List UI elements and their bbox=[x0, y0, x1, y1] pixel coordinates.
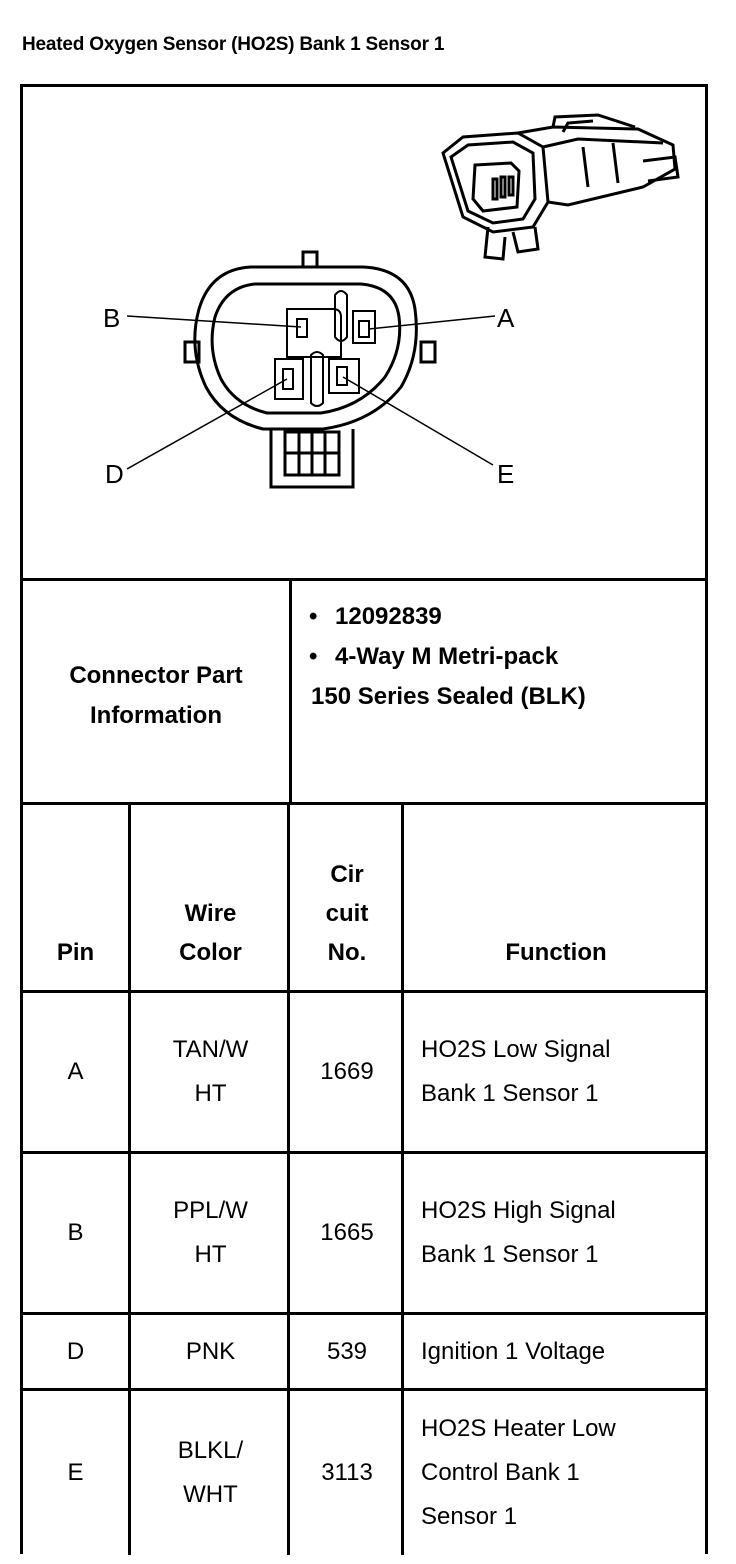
table-row: D PNK 539 Ignition 1 Voltage bbox=[23, 1315, 705, 1391]
cell-function-line2: Control Bank 1 bbox=[421, 1459, 580, 1486]
cell-wire-color: PPL/W HT bbox=[134, 1154, 290, 1312]
header-pin: Pin bbox=[23, 805, 131, 990]
cell-function: Ignition 1 Voltage bbox=[421, 1337, 606, 1365]
cell-wire-line1: PPL/W bbox=[173, 1197, 248, 1224]
header-wire-line1: Wire bbox=[184, 900, 237, 927]
cell-wire-color: TAN/W HT bbox=[134, 993, 290, 1151]
pin-label-d: D bbox=[105, 459, 124, 489]
bullet-point: • bbox=[309, 603, 318, 630]
leader-line-b bbox=[126, 315, 302, 328]
page-title: Heated Oxygen Sensor (HO2S) Bank 1 Senso… bbox=[22, 34, 445, 55]
connector-table: B A D E Connector Part Information • 120… bbox=[20, 84, 708, 1555]
table-row: B PPL/W HT 1665 HO2S High Signal Bank 1 … bbox=[23, 1154, 705, 1315]
pinout-header-row: Pin Wire Color Cir cuit No. Function bbox=[23, 805, 705, 993]
leader-line-d bbox=[126, 378, 288, 470]
part-description-line2: 150 Series Sealed (BLK) bbox=[311, 683, 586, 710]
connector-face bbox=[183, 250, 437, 489]
cell-wire-line1: BLKL/ bbox=[177, 1437, 244, 1464]
cell-function-line1: HO2S High Signal bbox=[421, 1197, 616, 1224]
pin-label-e: E bbox=[497, 459, 514, 489]
pin-label-a: A bbox=[497, 303, 515, 333]
part-number: 12092839 bbox=[335, 603, 442, 630]
header-wire-line2: Color bbox=[179, 939, 242, 966]
cell-function: HO2S Heater Low Control Bank 1 Sensor 1 bbox=[407, 1391, 705, 1555]
cell-function: HO2S High Signal Bank 1 Sensor 1 bbox=[407, 1154, 705, 1312]
cell-wire-line2: HT bbox=[194, 1080, 227, 1107]
cell-circuit-no: 539 bbox=[293, 1315, 404, 1388]
cell-pin: B bbox=[23, 1154, 131, 1312]
connector-3d-illustration bbox=[441, 113, 680, 261]
cell-function-line2: Bank 1 Sensor 1 bbox=[421, 1080, 599, 1107]
header-circuit-line1: Cir bbox=[330, 861, 364, 888]
table-row: A TAN/W HT 1669 HO2S Low Signal Bank 1 S… bbox=[23, 993, 705, 1154]
cell-circuit-no: 3113 bbox=[293, 1391, 404, 1555]
cell-function-line1: HO2S Heater Low bbox=[421, 1415, 616, 1442]
cell-pin: D bbox=[23, 1315, 131, 1388]
header-circuit-line3: No. bbox=[327, 939, 367, 966]
cell-circuit-no: 1665 bbox=[293, 1154, 404, 1312]
cell-wire-line2: WHT bbox=[183, 1481, 238, 1508]
connector-part-info: • 12092839 • 4-Way M Metri-pack 150 Seri… bbox=[295, 597, 695, 717]
connector-diagram: B A D E bbox=[103, 113, 680, 489]
header-circuit-line2: cuit bbox=[325, 900, 369, 927]
connector-part-label-line2: Information bbox=[89, 701, 222, 729]
leader-line-e bbox=[342, 376, 494, 466]
table-row: E BLKL/ WHT 3113 HO2S Heater Low Control… bbox=[23, 1391, 705, 1555]
connector-part-label: Connector Part Information bbox=[23, 581, 292, 802]
cell-function-line3: Sensor 1 bbox=[421, 1503, 518, 1530]
pinout-grid: Pin Wire Color Cir cuit No. Function A bbox=[23, 805, 705, 1555]
cell-function: HO2S Low Signal Bank 1 Sensor 1 bbox=[407, 993, 705, 1151]
cell-wire-color: BLKL/ WHT bbox=[134, 1391, 290, 1555]
connector-diagram-cell: B A D E bbox=[23, 87, 705, 581]
connector-part-label-line1: Connector Part bbox=[69, 661, 243, 689]
bullet-point: • bbox=[309, 643, 318, 670]
cell-function-line1: HO2S Low Signal bbox=[421, 1036, 611, 1063]
header-function: Function bbox=[505, 939, 607, 966]
cell-wire-line2: HT bbox=[194, 1241, 227, 1268]
part-description-line1: 4-Way M Metri-pack bbox=[335, 643, 559, 670]
cell-function-line2: Bank 1 Sensor 1 bbox=[421, 1241, 599, 1268]
pin-label-b: B bbox=[103, 303, 120, 333]
connector-part-row: Connector Part Information • 12092839 • … bbox=[23, 581, 705, 805]
cell-pin: E bbox=[23, 1391, 131, 1555]
cell-pin: A bbox=[23, 993, 131, 1151]
cell-wire-line1: TAN/W bbox=[172, 1036, 249, 1063]
cell-circuit-no: 1669 bbox=[293, 993, 404, 1151]
leader-line-a bbox=[368, 315, 496, 330]
cell-wire-color: PNK bbox=[134, 1315, 290, 1388]
header-circuit-no: Cir cuit No. bbox=[293, 805, 404, 990]
header-wire-color: Wire Color bbox=[134, 805, 290, 990]
